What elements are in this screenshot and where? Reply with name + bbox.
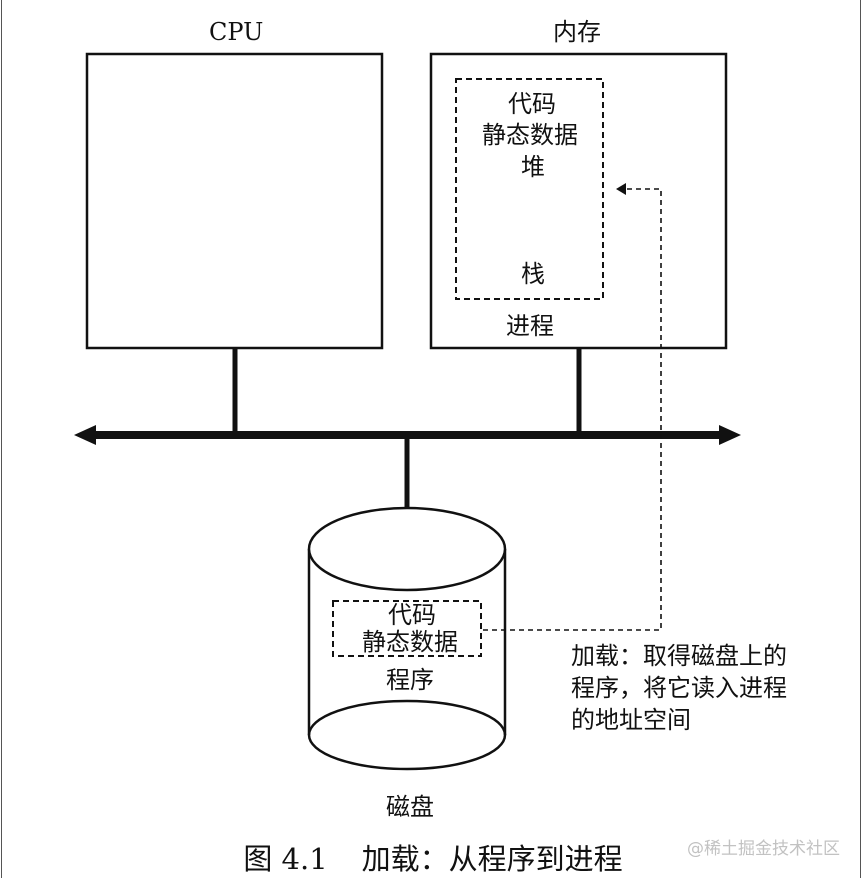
memory-label: 内存 [553,18,601,46]
bus-arrow-right [719,425,741,445]
disk-code-label: 代码 [388,601,436,629]
annotation-line-1: 加载：取得磁盘上的 [571,642,787,670]
memory-box [429,52,728,350]
disk-cylinder-inner-rim [307,699,507,736]
program-label: 程序 [386,666,434,694]
memory-stack-label: 栈 [521,260,545,288]
caption-text: 加载：从程序到进程 [361,842,623,876]
process-label: 进程 [506,312,554,340]
figure-caption: 图 4.1 加载：从程序到进程 [0,836,866,878]
cpu-box [85,52,384,350]
annotation-line-2: 程序，将它读入进程 [571,674,787,702]
load-path-arrow [483,183,662,631]
right-edge-line [860,0,861,878]
disk-label: 磁盘 [386,793,434,821]
memory-heap-label: 堆 [521,153,545,181]
disk-static-label: 静态数据 [362,628,458,656]
memory-code-label: 代码 [508,90,556,118]
process-address-space [455,78,604,300]
bus-arrow-left [74,425,96,445]
annotation-line-3: 的地址空间 [571,706,691,734]
disk-cylinder-top [307,506,507,592]
left-edge-line [1,0,2,878]
caption-number: 图 4.1 [243,842,328,876]
watermark: @稀土掘金技术社区 [687,839,840,859]
disk-cylinder-body [307,549,507,771]
disk-program-region [332,600,482,657]
cpu-label: CPU [209,18,264,46]
memory-static-label: 静态数据 [482,121,578,149]
